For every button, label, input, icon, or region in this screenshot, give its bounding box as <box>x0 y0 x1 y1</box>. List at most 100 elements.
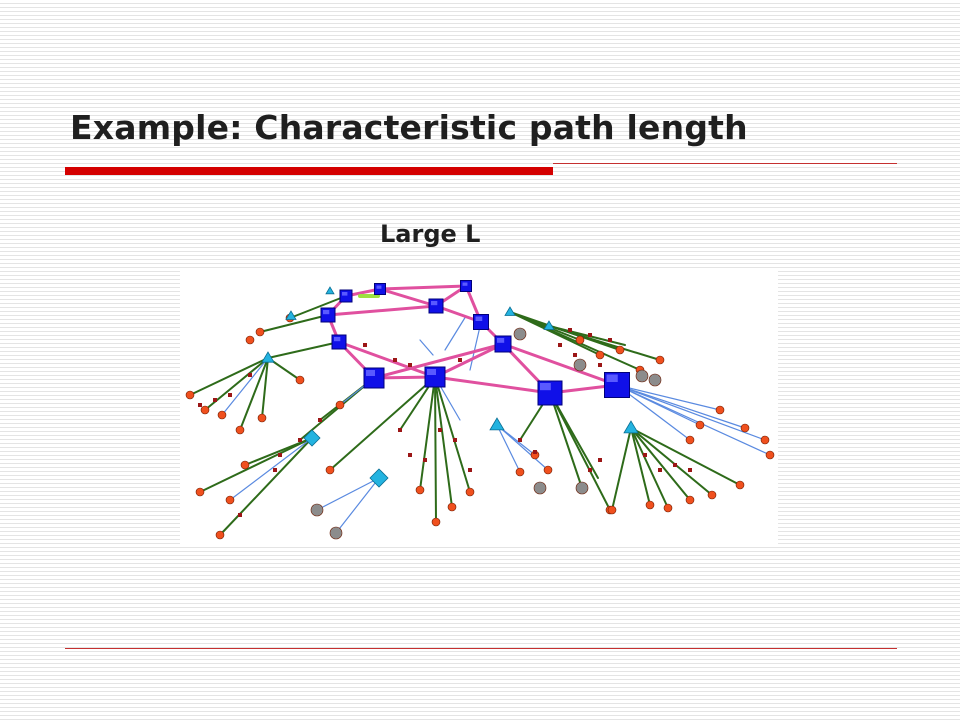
intermediate-node <box>318 418 322 422</box>
leaf-node <box>735 480 745 490</box>
leaf-node <box>200 405 210 415</box>
spoke-link <box>549 392 583 489</box>
spoke-link <box>548 325 626 346</box>
spoke-link <box>548 325 661 361</box>
secondary-link <box>616 384 721 411</box>
secondary-hub-node <box>261 351 275 363</box>
secondary-hub-node <box>285 310 297 320</box>
intermediate-node <box>198 403 202 407</box>
leaf-node <box>240 460 250 470</box>
leaf-node <box>707 490 717 500</box>
leaf-node <box>185 390 195 400</box>
leaf-node <box>215 530 225 540</box>
title-underline-rule <box>553 163 897 164</box>
intermediate-node <box>458 358 462 362</box>
hub-node <box>604 372 630 398</box>
peripheral-node <box>573 358 587 372</box>
spoke-link <box>509 311 601 356</box>
hub-node <box>424 366 446 388</box>
hub-node <box>320 307 336 323</box>
intermediate-node <box>608 338 612 342</box>
secondary-link <box>221 357 269 416</box>
leaf-node <box>543 465 553 475</box>
intermediate-node <box>568 328 572 332</box>
leaf-node <box>195 487 205 497</box>
intermediate-node <box>643 453 647 457</box>
leaf-node <box>595 350 605 360</box>
secondary-hub-node <box>623 420 639 434</box>
intermediate-node <box>408 363 412 367</box>
hub-link <box>433 375 552 395</box>
spoke-link <box>630 427 713 496</box>
leaf-node <box>607 505 617 515</box>
spoke-link <box>329 376 436 471</box>
peripheral-node <box>575 481 589 495</box>
intermediate-node <box>273 468 277 472</box>
intermediate-node <box>673 463 677 467</box>
intermediate-node <box>658 468 662 472</box>
spoke-link <box>419 376 436 491</box>
intermediate-node <box>598 363 602 367</box>
intermediate-node <box>248 373 252 377</box>
network-diagram <box>185 280 775 540</box>
leaf-node <box>415 485 425 495</box>
footer-rule <box>65 648 897 649</box>
leaf-node <box>465 487 475 497</box>
spoke-link <box>630 427 691 501</box>
secondary-link <box>229 437 313 501</box>
spoke-link <box>189 357 269 396</box>
secondary-link <box>316 477 380 511</box>
intermediate-node <box>558 343 562 347</box>
intermediate-node <box>228 393 232 397</box>
intermediate-node <box>278 453 282 457</box>
intermediate-node <box>468 468 472 472</box>
intermediate-node <box>393 358 397 362</box>
intermediate-node <box>518 438 522 442</box>
hub-node <box>339 289 353 303</box>
intermediate-node <box>398 428 402 432</box>
spoke-link <box>261 357 269 419</box>
leaf-node <box>257 413 267 423</box>
intermediate-node <box>573 353 577 357</box>
secondary-link <box>616 384 766 441</box>
hub-link <box>501 342 619 387</box>
intermediate-node <box>298 438 302 442</box>
peripheral-node <box>648 373 662 387</box>
leaf-node <box>685 495 695 505</box>
spoke-link <box>549 392 599 479</box>
leaf-node <box>695 420 705 430</box>
peripheral-node <box>310 503 324 517</box>
intermediate-node <box>688 468 692 472</box>
hub-node <box>428 298 444 314</box>
peripheral-node <box>533 481 547 495</box>
intermediate-node <box>588 468 592 472</box>
hub-node <box>374 283 386 295</box>
leaf-node <box>760 435 770 445</box>
leaf-node <box>615 345 625 355</box>
secondary-link <box>616 384 746 429</box>
intermediate-node <box>408 453 412 457</box>
intermediate-node <box>533 450 537 454</box>
leaf-node <box>431 517 441 527</box>
hub-node <box>363 367 385 389</box>
peripheral-node <box>329 526 343 540</box>
secondary-link <box>335 477 380 534</box>
hub-link <box>337 340 437 379</box>
peripheral-node <box>635 369 649 383</box>
leaf-node <box>575 335 585 345</box>
leaf-node <box>325 465 335 475</box>
secondary-hub-node <box>489 417 505 431</box>
hub-node <box>537 380 563 406</box>
leaf-node <box>335 400 345 410</box>
intermediate-node <box>363 343 367 347</box>
secondary-hub-node <box>369 468 389 488</box>
leaf-node <box>235 425 245 435</box>
leaf-node <box>715 405 725 415</box>
intermediate-node <box>423 458 427 462</box>
hub-link <box>378 287 438 308</box>
leaf-node <box>663 503 673 513</box>
spoke-link <box>219 437 313 536</box>
title-underline-accent <box>65 167 553 175</box>
secondary-hub-node <box>504 306 516 316</box>
spoke-link <box>434 376 471 493</box>
